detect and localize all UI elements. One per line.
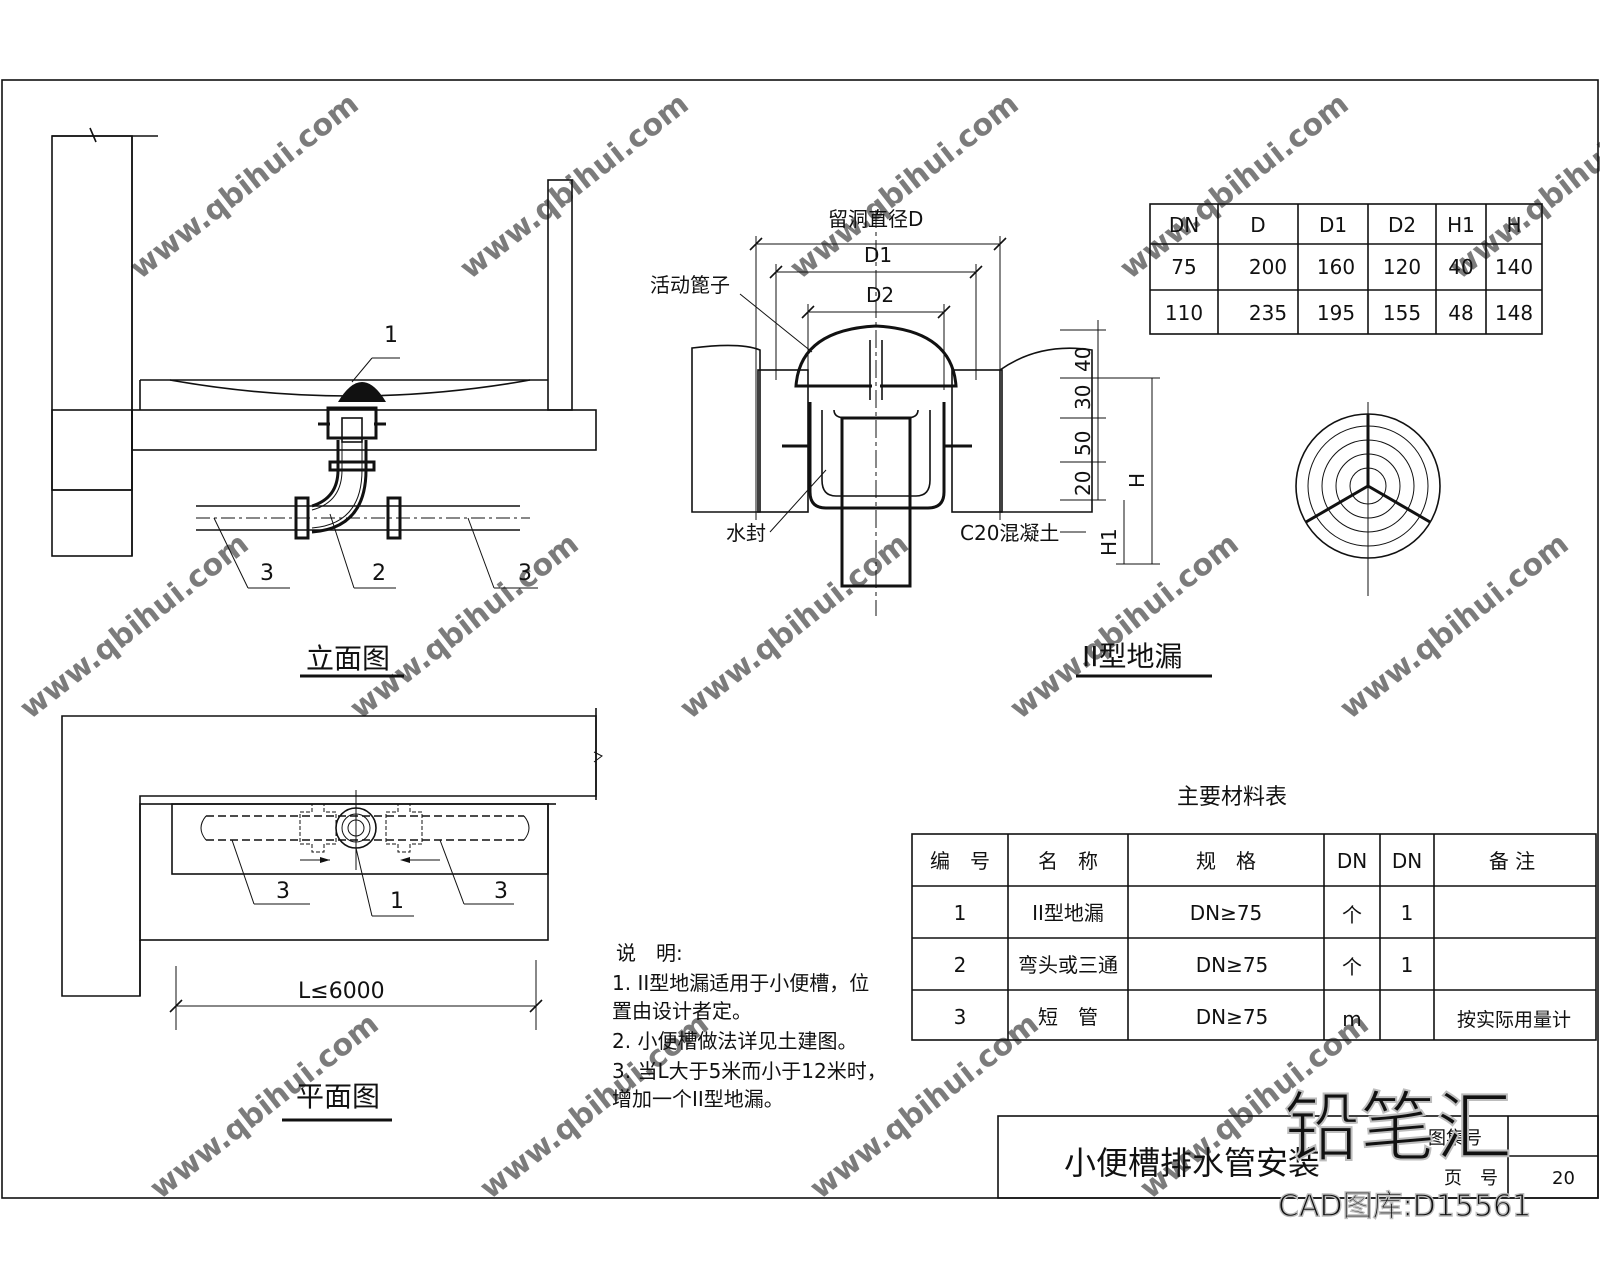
material-table-cell: 1 bbox=[1401, 901, 1414, 925]
notes: 说 明: 1. II型地漏适用于小便槽，位 置由设计者定。 2. 小便槽做法详见… bbox=[612, 941, 887, 1111]
material-table-header: DN bbox=[1337, 849, 1367, 873]
dim-table-cell: 200 bbox=[1249, 255, 1287, 279]
material-table-cell: DN≥75 bbox=[1190, 901, 1263, 925]
material-table-cell: m bbox=[1342, 1007, 1361, 1031]
drain-dim-40: 40 bbox=[1071, 347, 1095, 372]
title-block-title: 小便槽排水管安装 bbox=[1064, 1144, 1320, 1182]
drain-d2-label: D2 bbox=[866, 283, 894, 307]
material-table-title: 主要材料表 bbox=[1177, 785, 1287, 810]
dim-table-cell: 160 bbox=[1317, 255, 1355, 279]
notes-line: 置由设计者定。 bbox=[612, 999, 752, 1023]
notes-line: 1. II型地漏适用于小便槽，位 bbox=[612, 971, 869, 995]
title-block-drawing-no-label: 图集号 bbox=[1428, 1128, 1482, 1149]
dim-table-header: H bbox=[1506, 213, 1521, 237]
dim-table-header: D1 bbox=[1319, 213, 1347, 237]
watermark-url: www.qbihui.com bbox=[123, 86, 365, 286]
material-table-cell: 2 bbox=[954, 953, 967, 977]
dim-table-cell: 48 bbox=[1448, 301, 1473, 325]
title-block-page-label: 页 号 bbox=[1444, 1168, 1498, 1189]
elevation-title: 立面图 bbox=[306, 642, 390, 675]
watermark-url: www.qbihui.com bbox=[673, 526, 915, 726]
dim-table-header: DN bbox=[1169, 213, 1199, 237]
title-block-page-value: 20 bbox=[1552, 1168, 1575, 1189]
notes-heading: 说 明: bbox=[616, 941, 683, 965]
drain-hole-label: 留洞直径D bbox=[828, 207, 923, 231]
dimension-table: DN D D1 D2 H1 H 75 200 160 120 40 140 11… bbox=[1149, 203, 1543, 335]
drain-detail: 留洞直径D D1 D2 活动篦子 水封 C20混凝土 40 30 50 20 H bbox=[650, 207, 1212, 678]
material-table-header: 编 号 bbox=[930, 849, 990, 873]
drain-dim-30: 30 bbox=[1071, 385, 1095, 410]
material-table-header: 规 格 bbox=[1196, 849, 1256, 873]
material-table-cell: 1 bbox=[1401, 953, 1414, 977]
material-table-cell: DN≥75 bbox=[1196, 1005, 1269, 1029]
material-table: 主要材料表 编 号 名 称 规 格 DN DN 备 注 1 II型地漏 DN≥7… bbox=[911, 785, 1597, 1041]
plan-view: 3 1 3 L≤6000 平面图 bbox=[61, 708, 603, 1122]
plan-length-label: L≤6000 bbox=[298, 979, 385, 1004]
plan-callout-3-right: 3 bbox=[494, 879, 508, 904]
drain-dim-h: H bbox=[1125, 473, 1149, 488]
material-table-header: 备 注 bbox=[1489, 849, 1535, 873]
dim-table-cell: 75 bbox=[1171, 255, 1196, 279]
material-table-cell: DN≥75 bbox=[1196, 953, 1269, 977]
watermark-url: www.qbihui.com bbox=[453, 86, 695, 286]
drain-dim-20: 20 bbox=[1071, 471, 1095, 496]
drain-title: II型地漏 bbox=[1082, 640, 1183, 673]
material-table-cell: 个 bbox=[1342, 903, 1362, 927]
corner-logo: 铅笔汇 CAD图库:D15561 bbox=[1277, 1082, 1532, 1225]
material-table-cell: 个 bbox=[1342, 955, 1362, 979]
drain-cover-label: 活动篦子 bbox=[650, 273, 730, 297]
drain-dim-50: 50 bbox=[1071, 431, 1095, 456]
plan-title: 平面图 bbox=[296, 1080, 380, 1113]
plan-callout-1: 1 bbox=[390, 889, 404, 914]
material-table-cell: 短 管 bbox=[1038, 1005, 1098, 1029]
material-table-cell: 弯头或三通 bbox=[1018, 953, 1118, 977]
notes-line: 2. 小便槽做法详见土建图。 bbox=[612, 1029, 857, 1053]
watermark-url: www.qbihui.com bbox=[343, 526, 585, 726]
dim-table-cell: 110 bbox=[1165, 301, 1203, 325]
material-table-cell: II型地漏 bbox=[1032, 901, 1104, 925]
material-table-cell: 按实际用量计 bbox=[1457, 1009, 1571, 1031]
dim-table-cell: 155 bbox=[1383, 301, 1421, 325]
dim-table-cell: 195 bbox=[1317, 301, 1355, 325]
dim-table-cell: 140 bbox=[1495, 255, 1533, 279]
dim-table-cell: 235 bbox=[1249, 301, 1287, 325]
material-table-cell: 3 bbox=[954, 1005, 967, 1029]
drain-d1-label: D1 bbox=[864, 243, 892, 267]
grate-plan-symbol bbox=[1295, 402, 1441, 596]
watermark-cad-code: CAD图库:D15561 bbox=[1278, 1189, 1531, 1224]
drawing-frame bbox=[1, 79, 1599, 1199]
title-block: 小便槽排水管安装 图集号 页 号 20 bbox=[997, 1115, 1599, 1199]
watermark-url: www.qbihui.com bbox=[1333, 526, 1575, 726]
watermark-url: www.qbihui.com bbox=[783, 86, 1025, 286]
dim-table-cell: 120 bbox=[1383, 255, 1421, 279]
watermark-logo-text: 铅笔汇 bbox=[1284, 1083, 1512, 1172]
dim-table-header: D bbox=[1250, 213, 1265, 237]
drain-seal-label: 水封 bbox=[726, 521, 766, 545]
dim-table-header: H1 bbox=[1447, 213, 1475, 237]
notes-line: 3. 当L大于5米而小于12米时， bbox=[612, 1059, 887, 1083]
watermark-url: www.qbihui.com bbox=[13, 526, 255, 726]
elevation-callout-1: 1 bbox=[384, 323, 398, 348]
drain-concrete-label: C20混凝土 bbox=[960, 521, 1059, 545]
notes-line: 增加一个II型地漏。 bbox=[612, 1087, 784, 1111]
dim-table-cell: 40 bbox=[1448, 255, 1473, 279]
material-table-header: 名 称 bbox=[1038, 849, 1098, 873]
elevation-callout-2: 2 bbox=[372, 561, 386, 586]
material-table-header: DN bbox=[1392, 849, 1422, 873]
dim-table-cell: 148 bbox=[1495, 301, 1533, 325]
material-table-cell: 1 bbox=[954, 901, 967, 925]
dim-table-header: D2 bbox=[1388, 213, 1416, 237]
plan-callout-3-left: 3 bbox=[276, 879, 290, 904]
elevation-callout-3-left: 3 bbox=[260, 561, 274, 586]
drain-dim-h1: H1 bbox=[1097, 528, 1121, 556]
elevation-callout-3-right: 3 bbox=[518, 561, 532, 586]
elevation-view: 1 3 2 3 立面图 bbox=[51, 127, 597, 678]
